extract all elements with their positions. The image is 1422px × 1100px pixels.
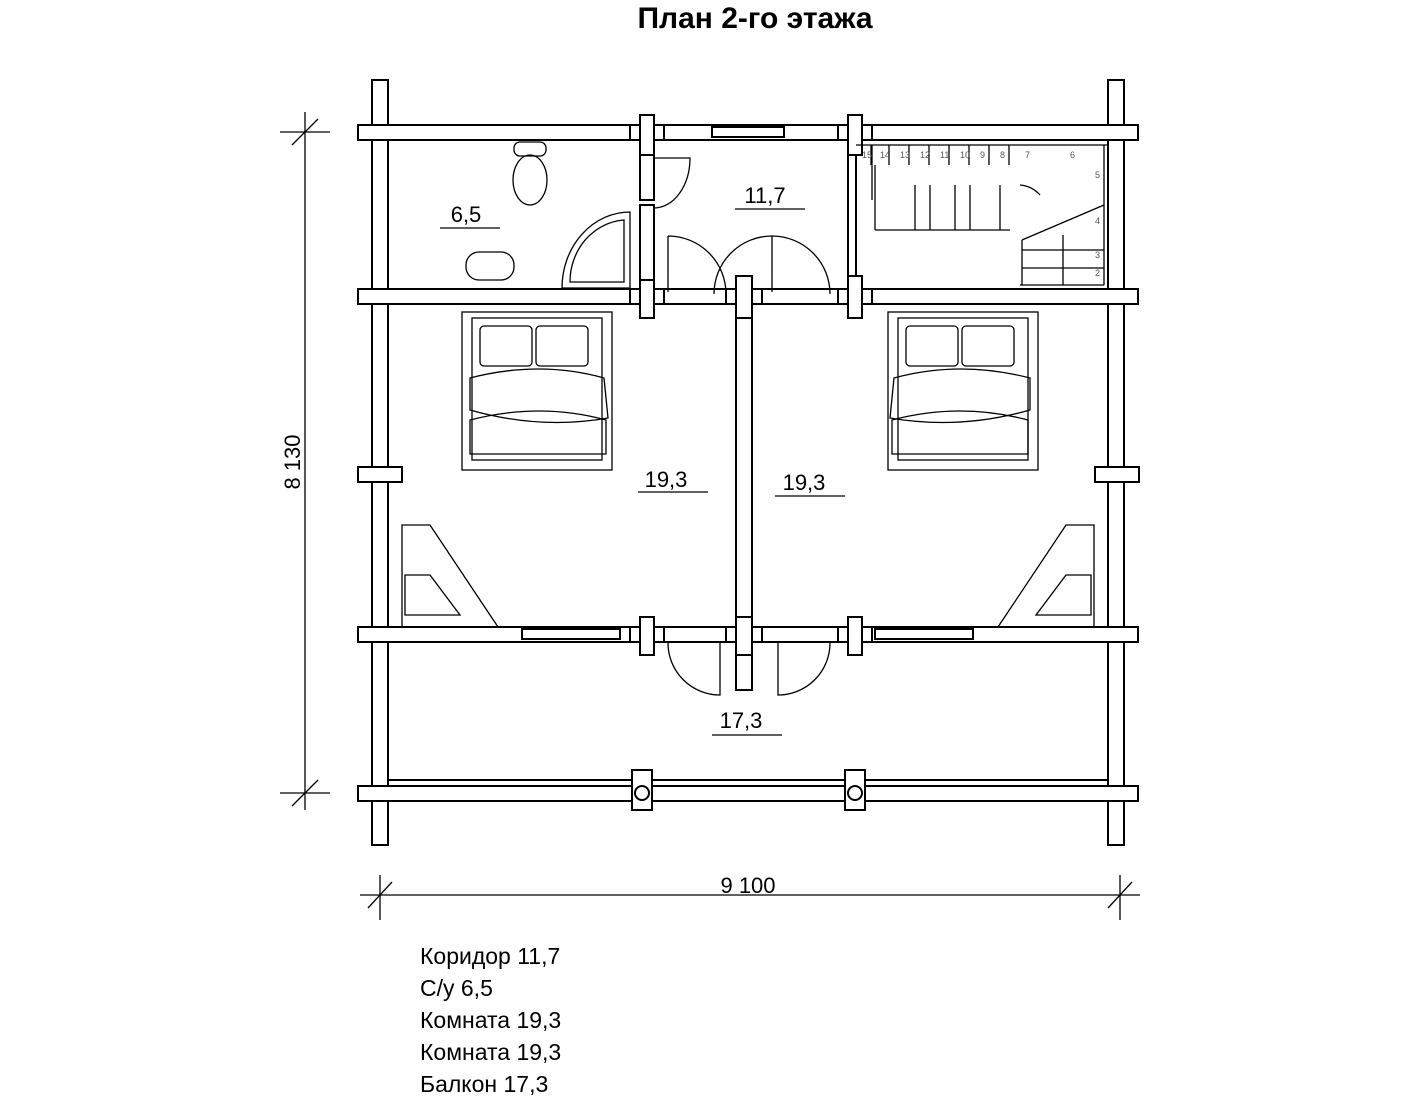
dimension-lines: 8 130 9 100	[280, 112, 1140, 920]
stair-step-number: 6	[1070, 150, 1075, 160]
armchairs	[401, 524, 1095, 628]
room-legend: Коридор 11,7 С/у 6,5 Комната 19,3 Комнат…	[420, 940, 561, 1100]
area-bathroom: 6,5	[451, 202, 482, 227]
legend-item: С/у 6,5	[420, 975, 493, 1001]
stair-step-number: 9	[980, 150, 985, 160]
stair-step-number: 15	[862, 150, 872, 160]
plan-title: План 2-го этажа	[637, 2, 872, 35]
walls	[357, 79, 1140, 846]
stair-step-number: 11	[940, 150, 949, 160]
legend-item: Комната 19,3	[420, 1039, 562, 1065]
staircase: 15 14 13 12 11 10 9 8 7 6 5 4 3 2	[856, 144, 1108, 286]
stair-step-number: 10	[960, 150, 970, 160]
legend-item: Коридор 11,7	[420, 943, 561, 969]
area-corridor: 11,7	[744, 183, 785, 208]
stair-step-number: 2	[1095, 268, 1100, 278]
area-room-left: 19,3	[645, 467, 688, 492]
area-balcony: 17,3	[720, 708, 763, 733]
stair-step-number: 5	[1095, 170, 1100, 180]
stair-step-number: 3	[1095, 250, 1100, 260]
doors	[653, 157, 831, 696]
legend-item: Комната 19,3	[420, 1007, 562, 1033]
stair-step-number: 12	[920, 150, 930, 160]
stair-step-number: 8	[1000, 150, 1005, 160]
legend-item: Балкон 17,3	[420, 1071, 549, 1097]
stair-step-number: 7	[1025, 150, 1030, 160]
stair-step-number: 13	[900, 150, 910, 160]
bathroom-fixtures	[465, 141, 631, 289]
stair-step-number: 4	[1095, 216, 1100, 226]
area-room-right: 19,3	[783, 470, 826, 495]
beds	[461, 311, 1039, 471]
dimension-width: 9 100	[720, 873, 775, 898]
stair-step-number: 14	[880, 150, 890, 160]
dimension-height: 8 130	[280, 434, 305, 489]
room-labels: 6,5 11,7 19,3 19,3 17,3	[440, 183, 845, 736]
